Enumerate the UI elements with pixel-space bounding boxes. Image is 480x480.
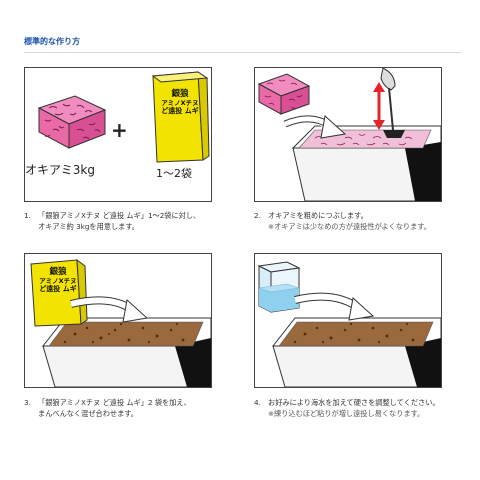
step-1-illustration: + オキアミ3kg 銀狼 アミノXチヌ ど遠投 ムギ 1〜2袋	[24, 67, 212, 202]
step-number: 2.	[254, 211, 261, 220]
step-number: 4.	[254, 398, 261, 407]
step-2-illustration	[254, 67, 442, 202]
okiami-block-icon	[257, 73, 311, 115]
masher-tool-icon	[380, 68, 405, 138]
bag-product-line: アミノXチヌ	[161, 98, 199, 107]
water-container-icon	[257, 261, 301, 313]
okiami-block-icon	[37, 95, 107, 149]
step-text: 「銀狼アミノXチヌ ど遠投 ムギ」2 袋を加え、	[38, 398, 191, 407]
step-4-caption: 4. お好みにより海水を加えて硬さを調整してください。 ※練り込むほど粘りが増し遠…	[254, 397, 474, 419]
curved-arrow-icon	[294, 292, 375, 321]
step-text: オキアミ約 3kgを用意します。	[38, 222, 139, 231]
step-number: 3.	[24, 398, 31, 407]
step-3-caption: 3. 「銀狼アミノXチヌ ど遠投 ムギ」2 袋を加え、 まんべんなく混ぜ合わせます…	[24, 397, 244, 419]
step-1-caption: 1. 「銀狼アミノXチヌ ど遠投 ムギ」1〜2袋に対し、 オキアミ約 3kgを用意…	[24, 210, 244, 232]
step-3-drawing	[30, 258, 211, 387]
mixing-tub-icon	[291, 125, 441, 201]
mixing-tub-icon	[41, 317, 211, 387]
step-3-illustration: 銀狼 アミノXチヌ ど遠投 ムギ	[24, 253, 212, 388]
step-number: 1.	[24, 211, 31, 220]
bait-bag-icon	[30, 258, 88, 327]
step-note: ※練り込むほど粘りが増し遠投し易くなります。	[268, 409, 425, 418]
step-2-drawing	[257, 68, 441, 201]
curved-arrow-icon	[70, 296, 149, 323]
step-4-drawing	[257, 261, 441, 387]
mixing-tub-icon	[271, 317, 441, 387]
step-text: お好みにより海水を加えて硬さを調整してください。	[268, 398, 440, 407]
step-note: ※オキアミは少なめの方が遠投性がよくなります。	[268, 222, 431, 231]
step-1-drawing	[37, 71, 210, 163]
up-down-arrow-icon	[373, 82, 385, 130]
bag-brand: 銀狼	[171, 89, 189, 99]
step-4-illustration	[254, 253, 442, 388]
bag-count-label: 1〜2袋	[156, 167, 192, 180]
step-text: まんべんなく混ぜ合わせます。	[38, 409, 138, 418]
title-divider	[24, 52, 462, 53]
bag-label-text: 銀狼 アミノXチヌ ど遠投 ムギ	[159, 89, 201, 116]
bag-product-sub: ど遠投 ムギ	[161, 107, 199, 116]
plus-sign: +	[111, 118, 128, 142]
bag-product-line: アミノXチヌ	[39, 276, 77, 285]
bag-label-text: 銀狼 アミノXチヌ ど遠投 ムギ	[36, 267, 80, 294]
page-title: 標準的な作り方	[24, 37, 80, 46]
okiami-amount-label: オキアミ3kg	[25, 163, 95, 177]
step-text: オキアミを粗めにつぶします。	[268, 211, 368, 220]
bag-product-sub: ど遠投 ムギ	[39, 285, 77, 294]
bait-bag-icon	[151, 71, 210, 163]
bag-brand: 銀狼	[49, 267, 67, 277]
step-text: 「銀狼アミノXチヌ ど遠投 ムギ」1〜2袋に対し、	[38, 211, 201, 220]
step-2-caption: 2. オキアミを粗めにつぶします。 ※オキアミは少なめの方が遠投性がよくなります。	[254, 210, 474, 232]
curved-arrow-icon	[283, 114, 347, 139]
